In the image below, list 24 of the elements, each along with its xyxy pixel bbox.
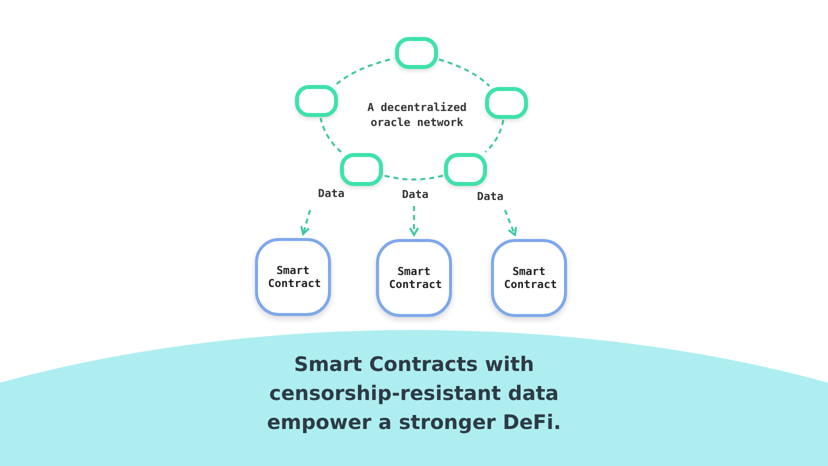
- smart-contract-box: [376, 239, 452, 317]
- oracle-node: [444, 153, 487, 186]
- smart-contract-box: [491, 239, 567, 317]
- oracle-node: [295, 85, 338, 117]
- edge-label: Data: [476, 190, 504, 203]
- contract-label: Smart Contract: [389, 264, 439, 292]
- dashed-connector: [384, 174, 444, 181]
- dashed-arrow: [300, 210, 311, 235]
- caption: Smart Contracts with censorship-resistant data empower a stronger DeFi.: [266, 351, 562, 436]
- oracle-node: [340, 153, 383, 186]
- edge-label: Data: [401, 188, 430, 201]
- contract-label: Smart Contract: [504, 264, 554, 292]
- network-label: A decentralized oracle network: [366, 100, 468, 131]
- dashed-connector: [336, 57, 394, 85]
- dashed-connector: [438, 58, 490, 87]
- dashed-arrow: [504, 210, 518, 236]
- oracle-node: [485, 87, 528, 119]
- dashed-connector: [484, 120, 504, 153]
- dashed-connector: [320, 118, 342, 153]
- dashed-arrow: [409, 206, 419, 236]
- smart-contract-box: [255, 238, 331, 316]
- oracle-node: [395, 37, 438, 69]
- edge-label: Data: [317, 187, 346, 200]
- contract-label: Smart Contract: [268, 264, 318, 290]
